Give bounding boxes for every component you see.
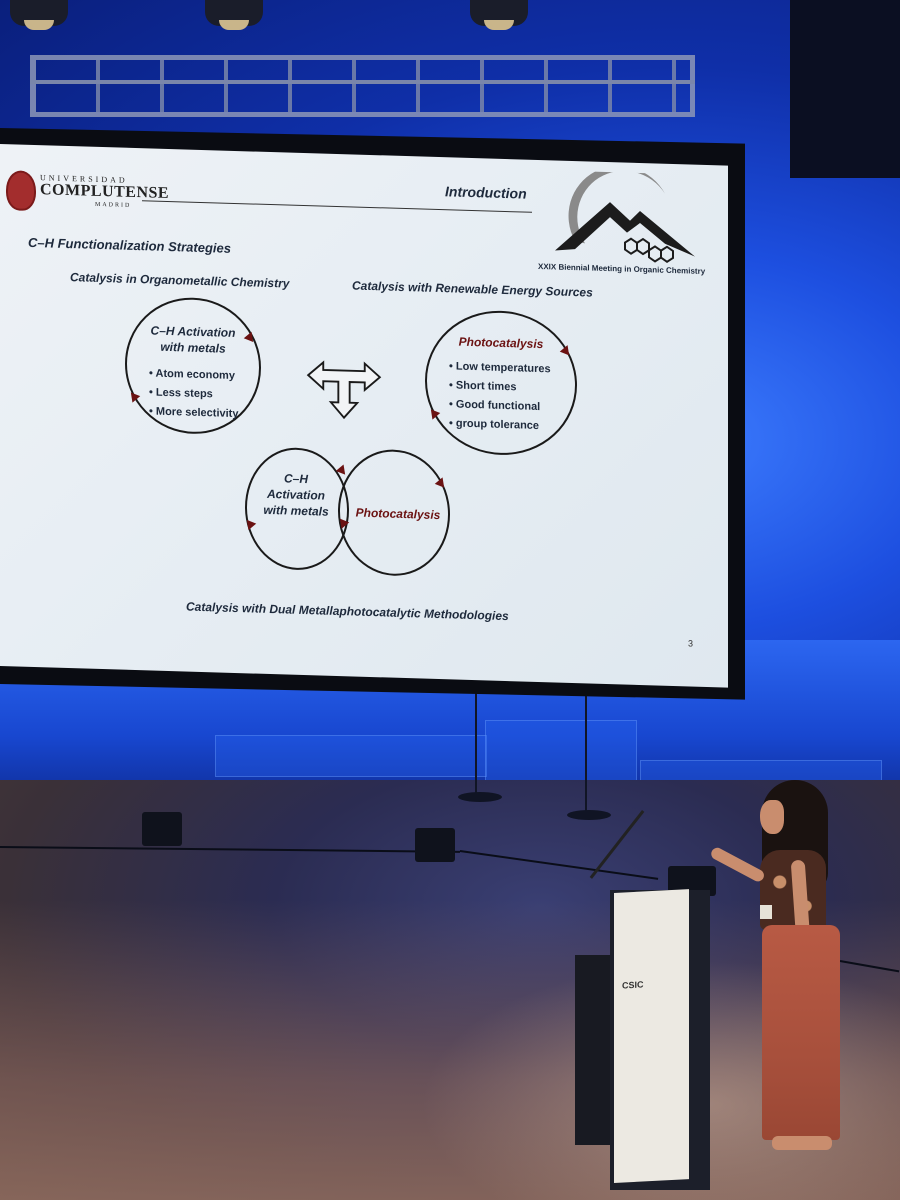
presentation-slide: UNIVERSIDAD COMPLUTENSE MADRID Introduct… xyxy=(0,144,728,688)
sponsor-logo: CSIC xyxy=(622,979,644,991)
bottom-caption: Catalysis with Dual Metallaphotocatalyti… xyxy=(186,599,509,624)
overlap-label-line: C–H xyxy=(283,471,308,487)
photocatalysis-bullets: Low temperatures Short times Good functi… xyxy=(449,357,551,436)
speaker-skirt xyxy=(762,925,840,1140)
ch-activation-title-line2: with metals xyxy=(160,339,226,356)
floor-light xyxy=(142,812,182,846)
ch-activation-title-line1: C–H Activation xyxy=(150,323,236,340)
wall-panel xyxy=(215,735,487,777)
bullet-item: More selectivity xyxy=(149,402,239,424)
stage-lamp xyxy=(470,0,528,30)
right-column-heading: Catalysis with Renewable Energy Sources xyxy=(352,278,593,300)
bullet-item: group tolerance xyxy=(449,414,551,436)
lighting-truss xyxy=(30,55,695,117)
cycle-arrow-icon xyxy=(427,409,441,422)
floor-light xyxy=(415,828,455,862)
university-city: MADRID xyxy=(95,201,132,209)
screen-stand-base xyxy=(458,792,502,802)
screen-stand xyxy=(585,675,587,815)
slide-title: Introduction xyxy=(445,183,527,202)
overlap-ch-activation-label: C–H Activation with metals xyxy=(255,470,337,520)
overlap-label-line: Activation xyxy=(266,486,325,503)
speaker-feet xyxy=(772,1136,832,1150)
cycle-arrow-icon xyxy=(127,392,141,405)
section-heading: C–H Functionalization Strategies xyxy=(28,234,231,256)
stage-lamp xyxy=(205,0,263,30)
t-shaped-arrow-icon xyxy=(306,360,382,420)
speaker-badge xyxy=(760,905,772,919)
hanging-speaker xyxy=(790,0,900,178)
ch-activation-circle: C–H Activation with metals Atom economy … xyxy=(125,295,261,436)
overlap-label-line: with metals xyxy=(263,502,329,519)
ch-activation-bullets: Atom economy Less steps More selectivity xyxy=(149,364,239,424)
screen-stand xyxy=(475,665,477,795)
screen-stand-base xyxy=(567,810,611,820)
speaker-face xyxy=(760,800,784,834)
lighting-truss-bar xyxy=(30,80,695,84)
podium-poster: CSIC xyxy=(614,889,689,1183)
left-column-heading: Catalysis in Organometallic Chemistry xyxy=(70,270,290,291)
overlap-photocatalysis-label: Photocatalysis xyxy=(355,505,441,523)
slide-number: 3 xyxy=(688,638,694,649)
header-divider xyxy=(142,200,532,213)
ch-activation-title: C–H Activation with metals xyxy=(127,322,259,358)
stage-lamp xyxy=(10,0,68,30)
photocatalysis-circle: Photocatalysis Low temperatures Short ti… xyxy=(425,308,577,458)
photocatalysis-title: Photocatalysis xyxy=(458,334,544,352)
university-seal-icon xyxy=(6,170,36,212)
conference-mountain-logo-icon xyxy=(555,170,695,263)
